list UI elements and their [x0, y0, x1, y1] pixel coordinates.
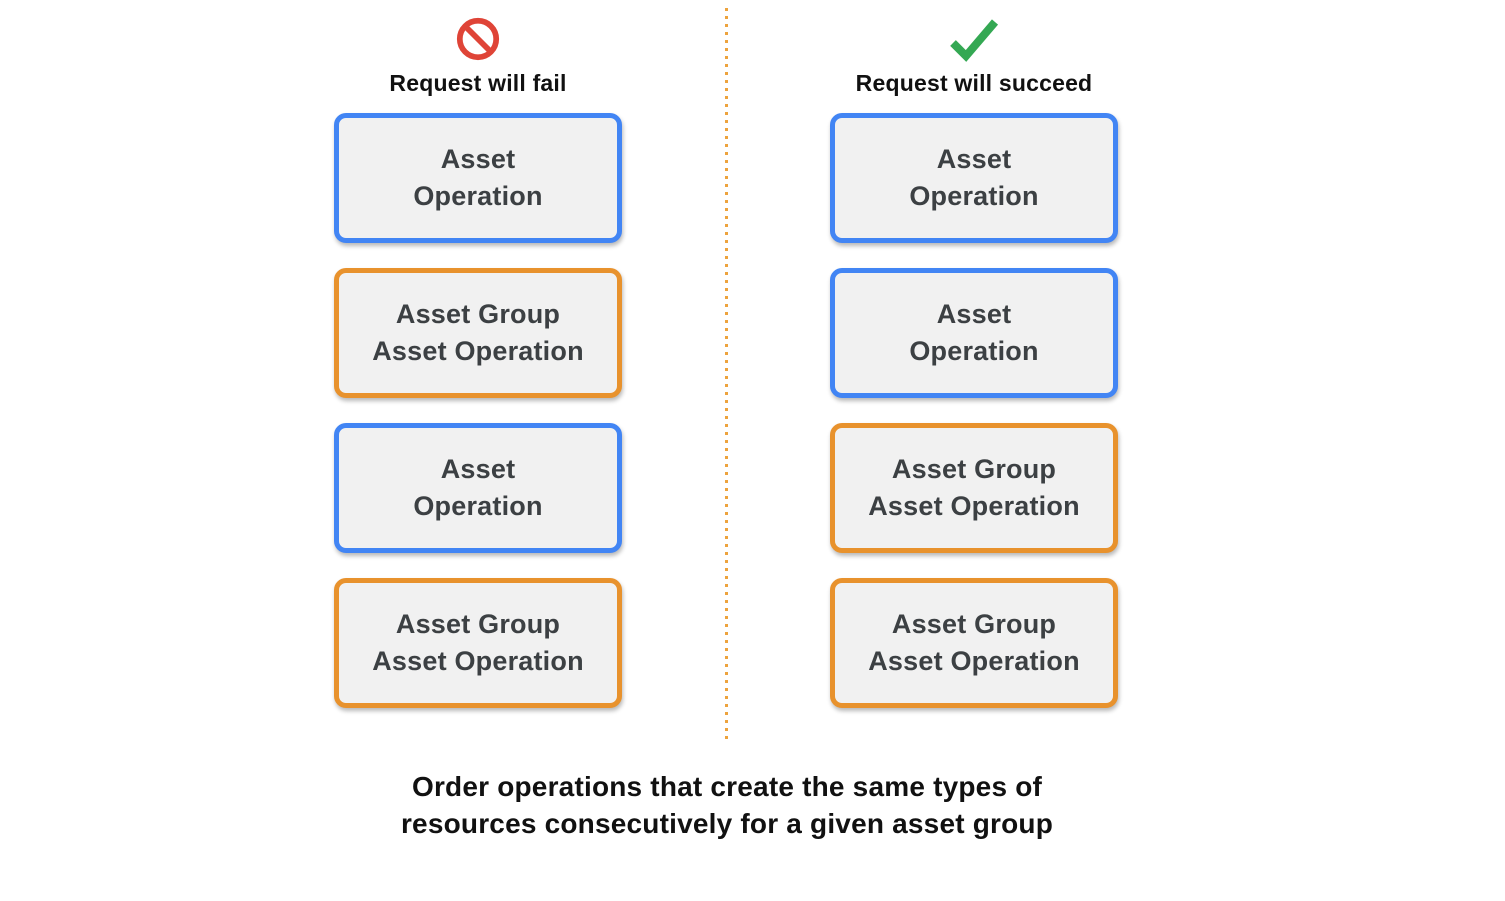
succeed-box-asset-operation-1: Asset Operation — [830, 113, 1118, 243]
succeed-box-asset-group-operation-2: Asset Group Asset Operation — [830, 578, 1118, 708]
fail-box-asset-operation-1: Asset Operation — [334, 113, 622, 243]
checkmark-icon — [946, 10, 1002, 68]
fail-box-asset-group-operation-1: Asset Group Asset Operation — [334, 268, 622, 398]
fail-column: Request will fail Asset Operation Asset … — [334, 10, 622, 733]
prohibition-icon — [455, 10, 501, 68]
fail-box-asset-group-operation-2: Asset Group Asset Operation — [334, 578, 622, 708]
dotted-divider — [725, 8, 728, 740]
fail-column-title: Request will fail — [389, 70, 567, 96]
fail-box-asset-operation-2: Asset Operation — [334, 423, 622, 553]
succeed-box-asset-group-operation-1: Asset Group Asset Operation — [830, 423, 1118, 553]
succeed-box-asset-operation-2: Asset Operation — [830, 268, 1118, 398]
succeed-column: Request will succeed Asset Operation Ass… — [830, 10, 1118, 733]
succeed-column-title: Request will succeed — [855, 70, 1093, 96]
diagram-caption: Order operations that create the same ty… — [400, 771, 1054, 839]
